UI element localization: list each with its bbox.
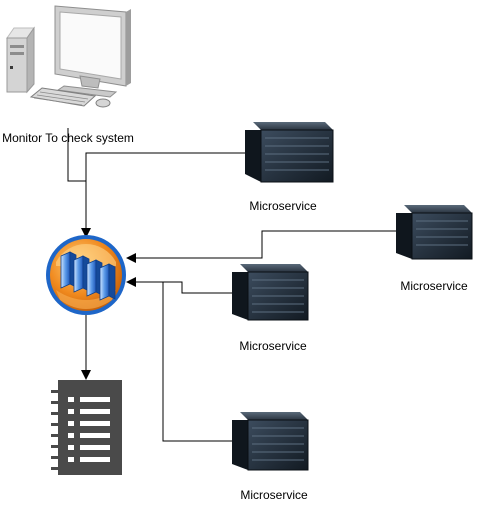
- microservice-label-1: Microservice: [249, 199, 317, 213]
- server-cluster-globe-icon: [46, 235, 126, 315]
- microservice-label-3: Microservice: [239, 339, 307, 353]
- monitor-label: Monitor To check system: [2, 131, 134, 145]
- edge-service2-to-gateway: [126, 230, 396, 263]
- edges: [67, 128, 396, 442]
- edge-monitor-to-gateway: [67, 128, 91, 238]
- server-icon: [232, 264, 309, 321]
- list-document-icon: [51, 380, 122, 475]
- edge-service4-to-gateway: [162, 282, 232, 442]
- server-icon: [245, 122, 334, 183]
- server-icon: [396, 205, 473, 260]
- desktop-computer-icon: [6, 5, 131, 108]
- edge-service1-to-gateway: [85, 152, 245, 181]
- edge-service3-to-gateway: [126, 277, 232, 294]
- microservice-label-4: Microservice: [240, 488, 308, 502]
- server-icon: [232, 412, 309, 471]
- microservice-label-2: Microservice: [400, 279, 468, 293]
